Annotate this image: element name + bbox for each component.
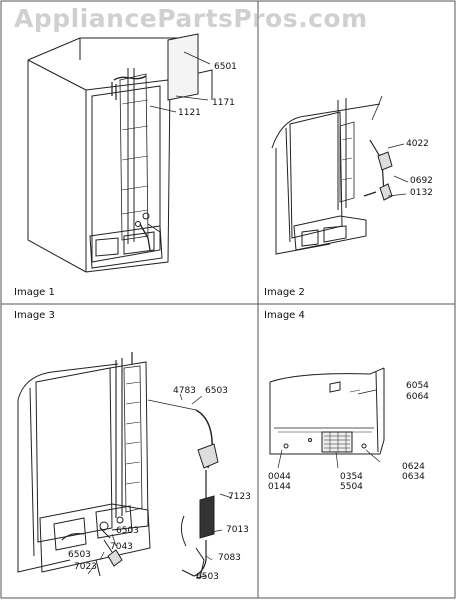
- part-number-label: 0132: [410, 188, 433, 198]
- part-number-label: 1171: [212, 98, 235, 108]
- panel-title-image-4: Image 4: [264, 310, 305, 321]
- part-number-label: 6503: [68, 550, 91, 560]
- part-number-label: 0144: [268, 482, 291, 492]
- part-number-label: 0634: [402, 472, 425, 482]
- panel-title-image-1: Image 1: [14, 287, 55, 298]
- part-number-label: 0354: [340, 472, 363, 482]
- image-4-drawing: [269, 367, 385, 469]
- part-number-label: 6503: [205, 386, 228, 396]
- part-number-label: 6054: [406, 381, 429, 391]
- image-3-drawing: [17, 352, 233, 579]
- part-number-label: 5504: [340, 482, 363, 492]
- part-number-label: 0624: [402, 462, 425, 472]
- image-2-drawing: [271, 95, 409, 255]
- image-1-drawing: [27, 33, 213, 273]
- part-number-label: 4783: [173, 386, 196, 396]
- part-number-label: 0692: [410, 176, 433, 186]
- panel-title-image-3: Image 3: [14, 310, 55, 321]
- part-number-label: 7013: [226, 525, 249, 535]
- panel-title-image-2: Image 2: [264, 287, 305, 298]
- part-number-label: 1121: [178, 108, 201, 118]
- part-number-label: 6501: [214, 62, 237, 72]
- part-number-label: 4022: [406, 139, 429, 149]
- part-number-label: 6503: [196, 572, 219, 582]
- part-number-label: 7023: [74, 562, 97, 572]
- part-number-label: 7123: [228, 492, 251, 502]
- part-number-label: 6064: [406, 392, 429, 402]
- part-number-label: 7083: [218, 553, 241, 563]
- part-number-label: 0044: [268, 472, 291, 482]
- part-number-label: 6503: [116, 526, 139, 536]
- part-number-label: 7043: [110, 542, 133, 552]
